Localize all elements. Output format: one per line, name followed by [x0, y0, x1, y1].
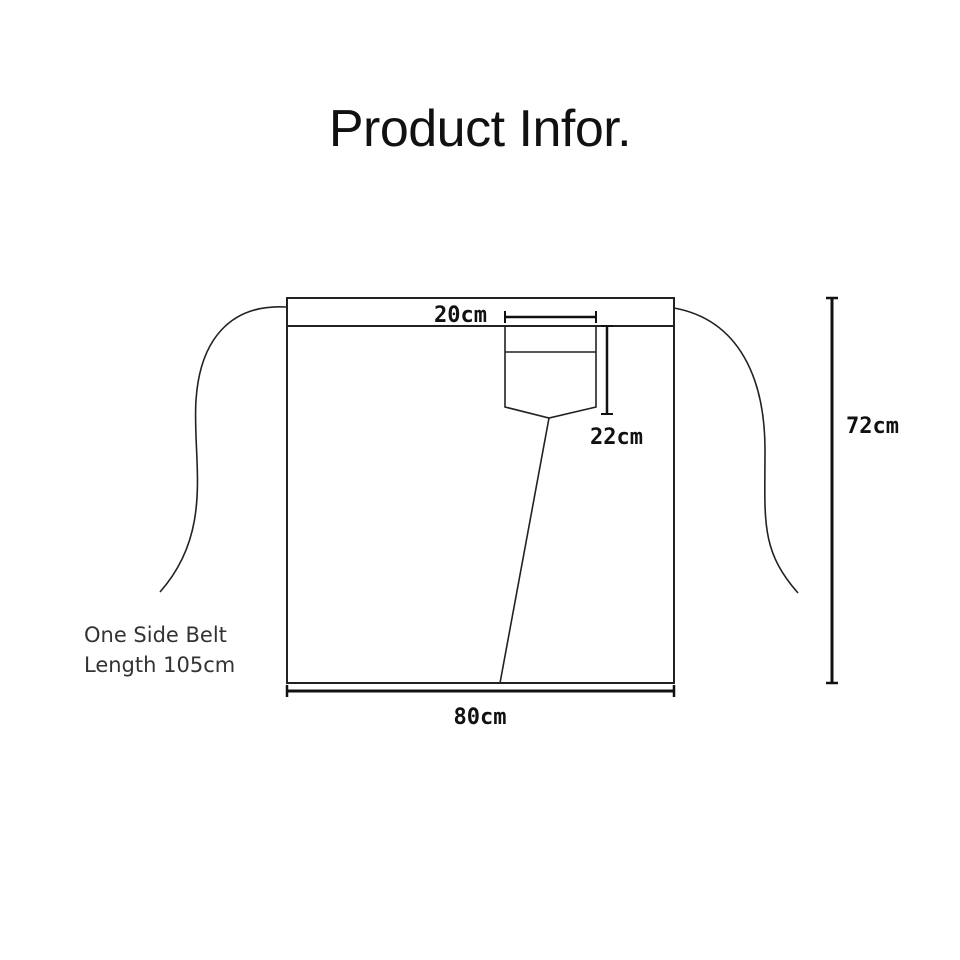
page-title: Product Infor. — [329, 100, 631, 158]
belt-note-line-1: One Side Belt — [84, 623, 227, 647]
pocket-height-label: 22cm — [590, 425, 643, 450]
right-belt-strap — [673, 307, 799, 594]
pocket-width-label: 20cm — [434, 303, 487, 328]
left-belt-strap — [159, 306, 287, 593]
apron-body — [286, 297, 675, 684]
length-label: 72cm — [846, 414, 899, 439]
belt-note-line-2: Length 105cm — [84, 653, 236, 677]
center-seam — [499, 417, 550, 684]
belt-length-note: One Side Belt Length 105cm — [84, 620, 235, 680]
pocket-outline — [504, 326, 597, 419]
width-label: 80cm — [454, 705, 507, 730]
